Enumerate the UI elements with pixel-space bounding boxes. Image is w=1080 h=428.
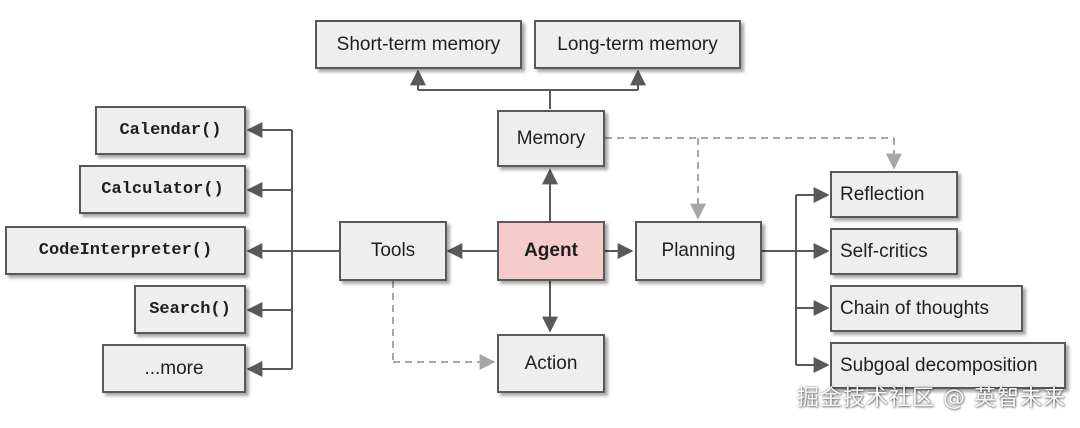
watermark: 掘金技术社区 @ 英智未来	[797, 386, 1066, 411]
subgoal-decomposition-node[interactable]: Subgoal decomposition	[830, 342, 1066, 389]
action-node[interactable]: Action	[497, 334, 605, 393]
short-term-memory-node[interactable]: Short-term memory	[315, 20, 522, 69]
code-interpreter-tool-node[interactable]: CodeInterpreter()	[5, 226, 246, 275]
long-term-memory-node[interactable]: Long-term memory	[534, 20, 741, 69]
self-critics-node[interactable]: Self-critics	[830, 228, 958, 275]
memory-node[interactable]: Memory	[497, 110, 605, 167]
search-tool-node[interactable]: Search()	[134, 285, 246, 334]
memory-to-stores-connector	[410, 69, 646, 109]
more-tools-node[interactable]: ...more	[102, 344, 246, 393]
planning-connectors	[762, 187, 830, 373]
chain-of-thoughts-node[interactable]: Chain of thoughts	[830, 285, 1023, 332]
agent-node[interactable]: Agent	[497, 221, 605, 281]
tools-node[interactable]: Tools	[339, 221, 447, 281]
tools-connectors	[246, 122, 339, 377]
agent-connectors	[446, 168, 634, 333]
dashed-connectors	[392, 137, 902, 370]
planning-node[interactable]: Planning	[635, 221, 762, 281]
calendar-tool-node[interactable]: Calendar()	[95, 106, 246, 155]
reflection-node[interactable]: Reflection	[830, 171, 958, 218]
calculator-tool-node[interactable]: Calculator()	[79, 165, 246, 214]
